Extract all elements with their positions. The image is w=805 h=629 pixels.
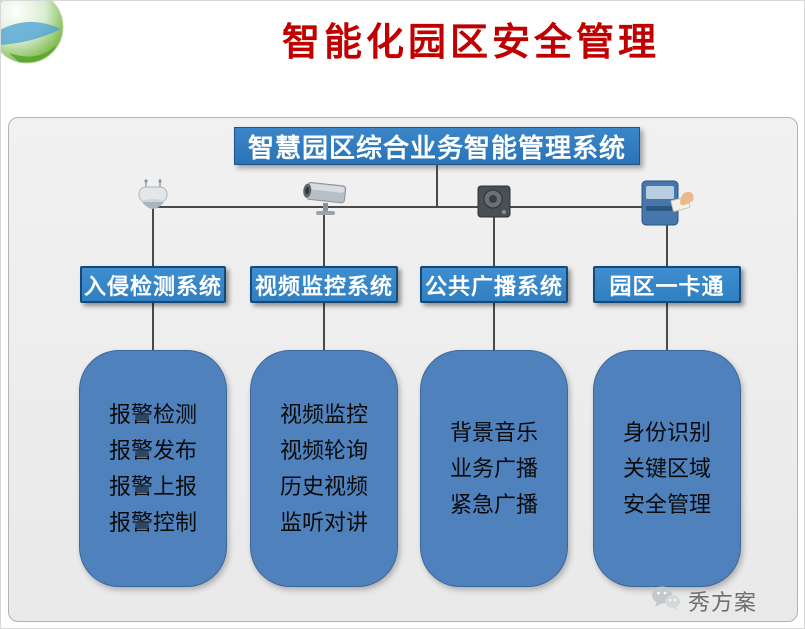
content-item: 背景音乐 <box>449 420 538 445</box>
content-item: 报警发布 <box>108 438 197 463</box>
footer-brand: 秀方案 <box>651 585 757 617</box>
page-title: 智能化园区安全管理 <box>281 22 660 64</box>
content-item: 业务广播 <box>449 456 538 481</box>
wechat-icon <box>651 585 681 617</box>
logo-globe-icon <box>1 1 77 75</box>
connector-label-content-intrusion <box>152 303 154 350</box>
branch-content-public-broadcast: 背景音乐 业务广播 紧急广播 <box>420 350 568 587</box>
connector-root-drop <box>436 165 438 207</box>
connector-label-content-card <box>666 303 668 350</box>
diagram-panel: 智慧园区综合业务智能管理系统 <box>8 117 798 622</box>
branch-content-video-surveillance: 视频监控 视频轮询 历史视频 监听对讲 <box>250 350 398 587</box>
brand-text: 秀方案 <box>688 590 758 615</box>
connector-label-content-broadcast <box>493 303 495 350</box>
connector-drop-video <box>323 208 325 266</box>
connector-drop-card <box>666 208 668 266</box>
branch-label-intrusion-detection: 入侵检测系统 <box>80 266 226 303</box>
branch-content-campus-card: 身份识别 关键区域 安全管理 <box>593 350 741 587</box>
root-system-box: 智慧园区综合业务智能管理系统 <box>234 127 640 165</box>
connector-label-content-video <box>323 303 325 350</box>
content-item: 历史视频 <box>279 474 368 499</box>
branch-label-public-broadcast: 公共广播系统 <box>420 266 568 303</box>
content-item: 紧急广播 <box>449 492 538 517</box>
connector-bus <box>153 206 668 208</box>
connector-drop-intrusion <box>152 208 154 266</box>
content-item: 监听对讲 <box>279 510 368 535</box>
card-reader-icon <box>641 180 695 233</box>
speaker-icon <box>476 184 512 225</box>
branch-content-intrusion-detection: 报警检测 报警发布 报警上报 报警控制 <box>79 350 227 587</box>
branch-label-campus-card: 园区一卡通 <box>593 266 741 303</box>
content-item: 视频监控 <box>279 402 368 427</box>
content-item: 报警上报 <box>108 474 197 499</box>
connector-drop-broadcast <box>493 208 495 266</box>
cctv-camera-icon <box>295 176 355 225</box>
content-item: 安全管理 <box>622 492 711 517</box>
content-item: 报警检测 <box>108 402 197 427</box>
content-item: 身份识别 <box>622 420 711 445</box>
content-item: 视频轮询 <box>279 438 368 463</box>
dome-camera-icon <box>136 178 170 225</box>
content-item: 报警控制 <box>108 510 197 535</box>
branch-label-video-surveillance: 视频监控系统 <box>250 266 398 303</box>
content-item: 关键区域 <box>622 456 711 481</box>
